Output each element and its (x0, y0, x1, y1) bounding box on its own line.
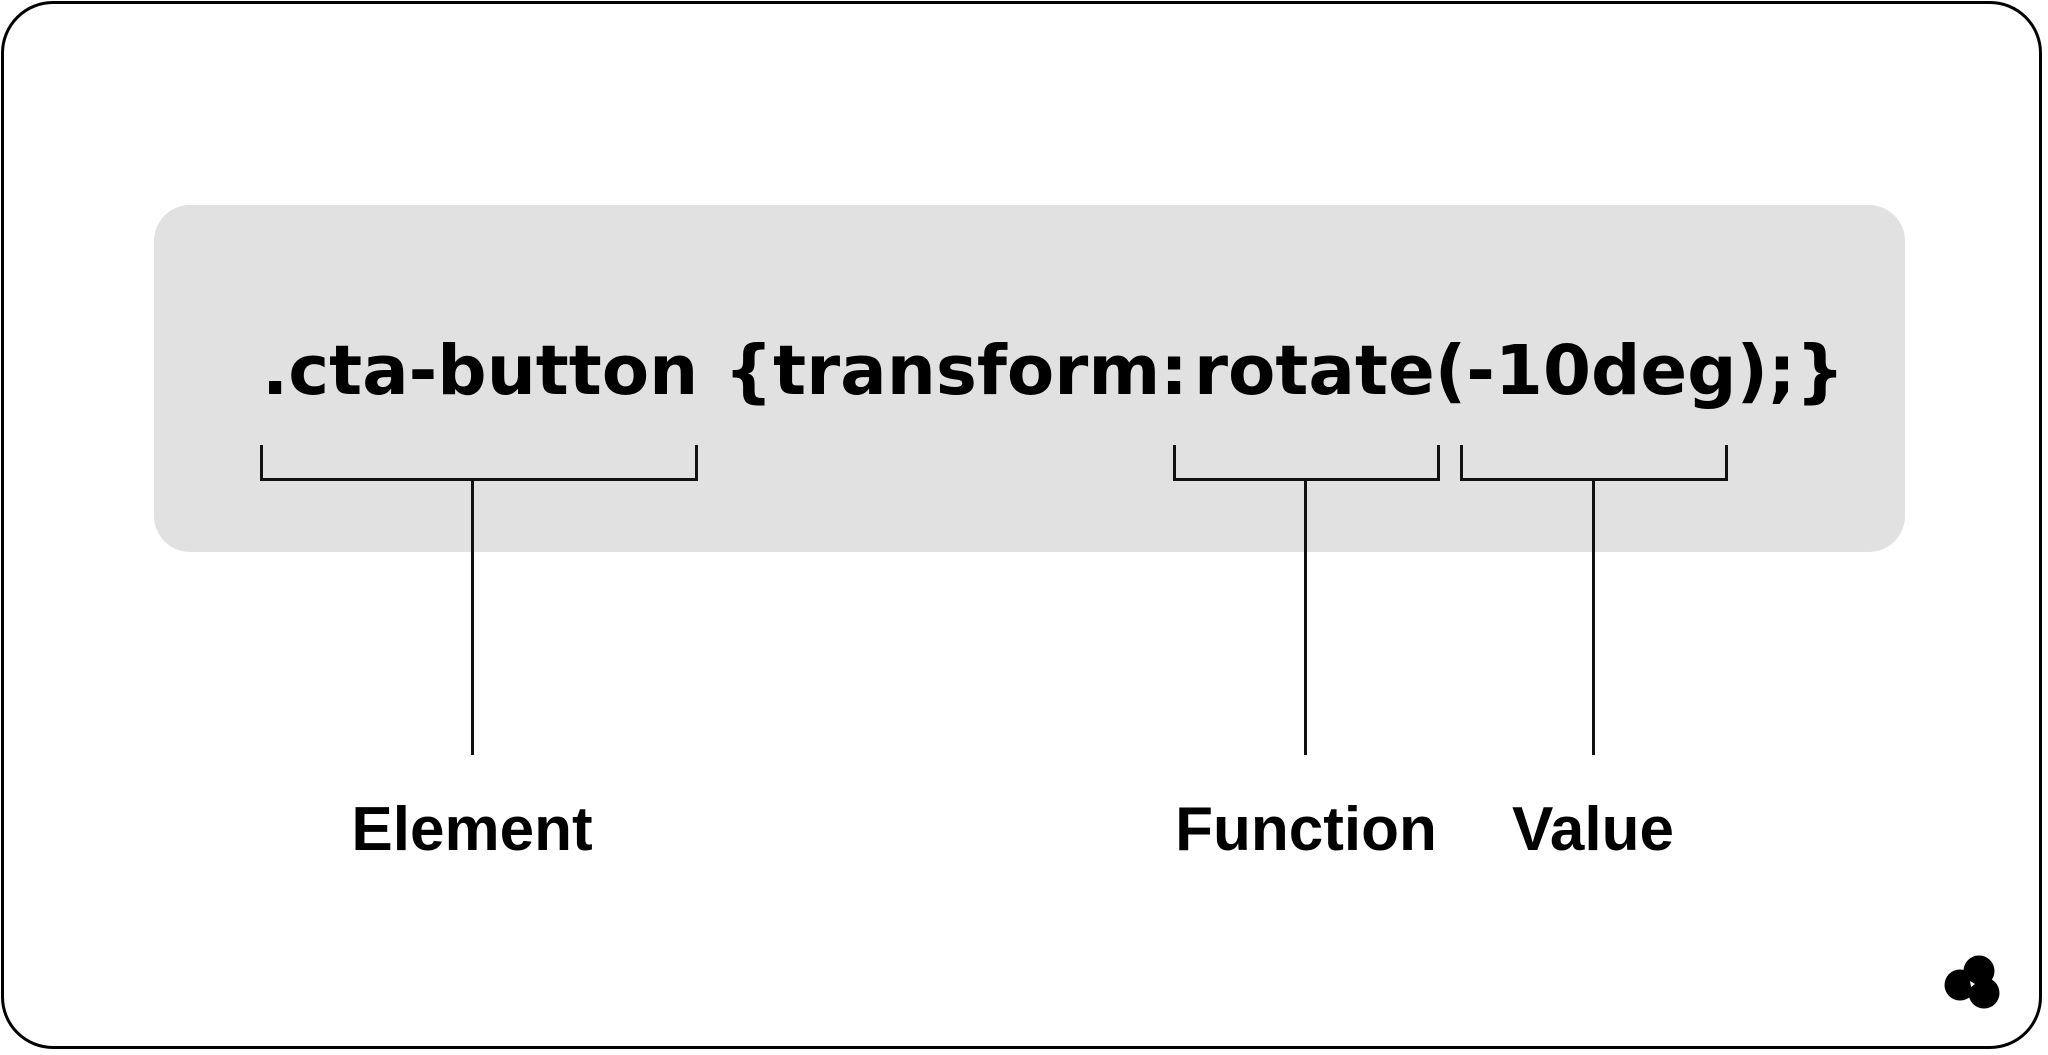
function-label: Function (1175, 795, 1437, 864)
element-connector-line (471, 481, 474, 755)
three-circles-logo-icon (1944, 955, 2000, 1009)
code-property: {transform: (724, 331, 1188, 411)
code-function-value: rotate(-10deg);} (1194, 331, 1845, 411)
code-snippet-card (154, 205, 1905, 552)
element-bracket (260, 445, 698, 481)
value-bracket (1460, 445, 1728, 481)
element-label: Element (351, 795, 593, 864)
function-connector-line (1304, 481, 1307, 755)
value-connector-line (1592, 481, 1595, 755)
code-selector: .cta-button (262, 331, 699, 411)
function-bracket (1173, 445, 1440, 481)
value-label: Value (1512, 795, 1674, 864)
